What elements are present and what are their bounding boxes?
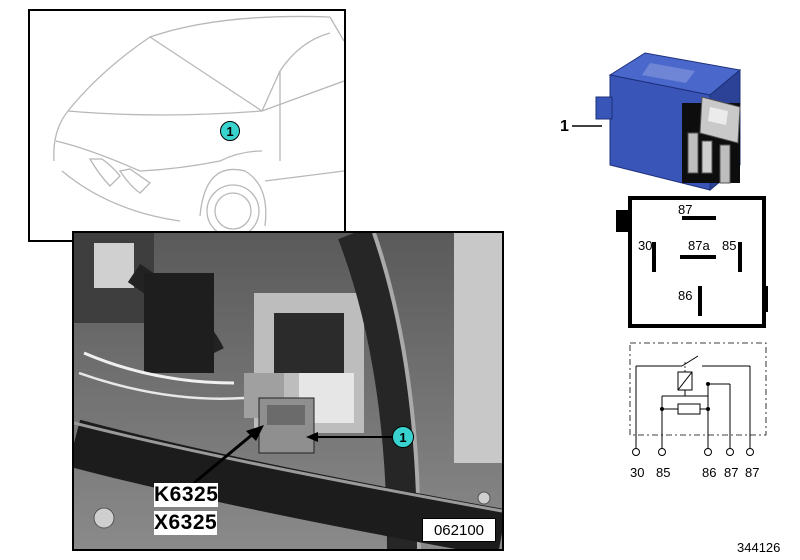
pin-label-87-top: 87 — [678, 202, 693, 217]
photo-code: 062100 — [422, 518, 496, 542]
part-callout-1: 1 — [560, 118, 569, 135]
schematic-pin-85: 85 — [656, 465, 671, 480]
relay-pinout-frame — [616, 196, 768, 328]
relay-part-image — [595, 52, 742, 192]
car-outline-drawing — [53, 15, 345, 238]
pin-label-87a: 87a — [688, 238, 710, 253]
pin-label-85: 85 — [722, 238, 737, 253]
relay-schematic — [629, 342, 767, 456]
photo-label-x6325: X6325 — [154, 511, 218, 535]
engine-bay-photo-drawing — [74, 233, 502, 549]
pin-label-86: 86 — [678, 288, 693, 303]
schematic-pin-labels: 30 85 86 87 87 — [626, 465, 776, 481]
schematic-pin-87-a: 87 — [724, 465, 739, 480]
pin-label-30: 30 — [638, 238, 653, 253]
engine-bay-photo: K6325 X6325 1 — [72, 231, 504, 551]
part-callout-leader — [572, 125, 602, 127]
photo-label-k6325: K6325 — [154, 483, 219, 507]
relay-pinout-diagram: 87 30 87a 85 86 — [616, 196, 768, 330]
photo-callout-1: 1 — [392, 426, 414, 448]
car-callout-1: 1 — [220, 121, 240, 141]
schematic-pin-86: 86 — [702, 465, 717, 480]
schematic-pin-87-b: 87 — [745, 465, 760, 480]
car-locator-panel: 1 — [28, 9, 346, 242]
image-id: 344126 — [737, 540, 781, 555]
schematic-pin-30: 30 — [630, 465, 645, 480]
